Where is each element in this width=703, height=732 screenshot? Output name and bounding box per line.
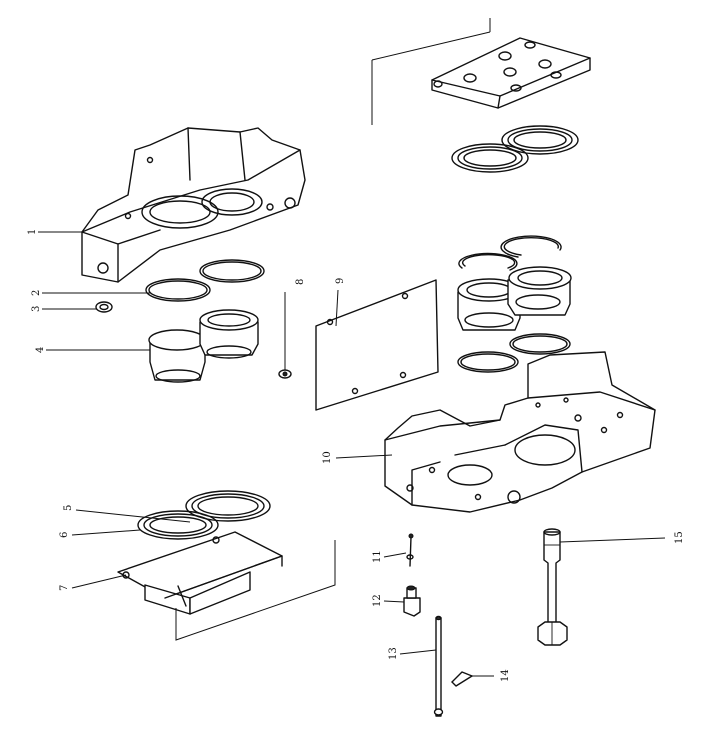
brake-pad-right [431,37,591,109]
callout-11: 11 [372,550,383,563]
callout-5: 5 [63,505,74,511]
callout-labels: 1 2 3 4 5 6 7 8 9 10 11 12 13 14 15 [27,229,685,682]
seal-rings-left [145,259,265,302]
callout-15: 15 [674,531,685,544]
bleed-screw [278,369,292,379]
callout-13: 13 [388,647,399,660]
circlips-right [458,235,562,271]
gasket-plate [315,279,439,411]
leader-lines [38,231,666,677]
callout-1: 1 [27,229,38,235]
callout-2: 2 [31,290,42,296]
callout-10: 10 [322,451,333,464]
spring-clip-14 [451,671,473,687]
brake-pad-left [117,531,283,615]
dust-boots-left [137,490,271,540]
callout-12: 12 [372,594,383,607]
callout-6: 6 [59,532,70,538]
caliper-housing-right [384,351,656,513]
seal-rings-right [457,333,571,373]
callout-8: 8 [295,279,306,285]
long-pin-13 [433,615,444,717]
pistons-right [457,266,572,331]
pistons-left [148,309,259,383]
caliper-housing-left [81,127,306,283]
bleeder-12 [403,585,421,617]
callout-14: 14 [500,669,511,682]
dust-boots-right [451,125,579,173]
callout-4: 4 [35,347,46,353]
callout-7: 7 [59,585,70,591]
callout-9: 9 [335,278,346,284]
grouping-brackets [175,18,491,641]
callout-3: 3 [31,306,42,312]
washer-left [95,301,113,313]
bolt-15 [537,528,568,646]
pin-11 [406,533,414,567]
